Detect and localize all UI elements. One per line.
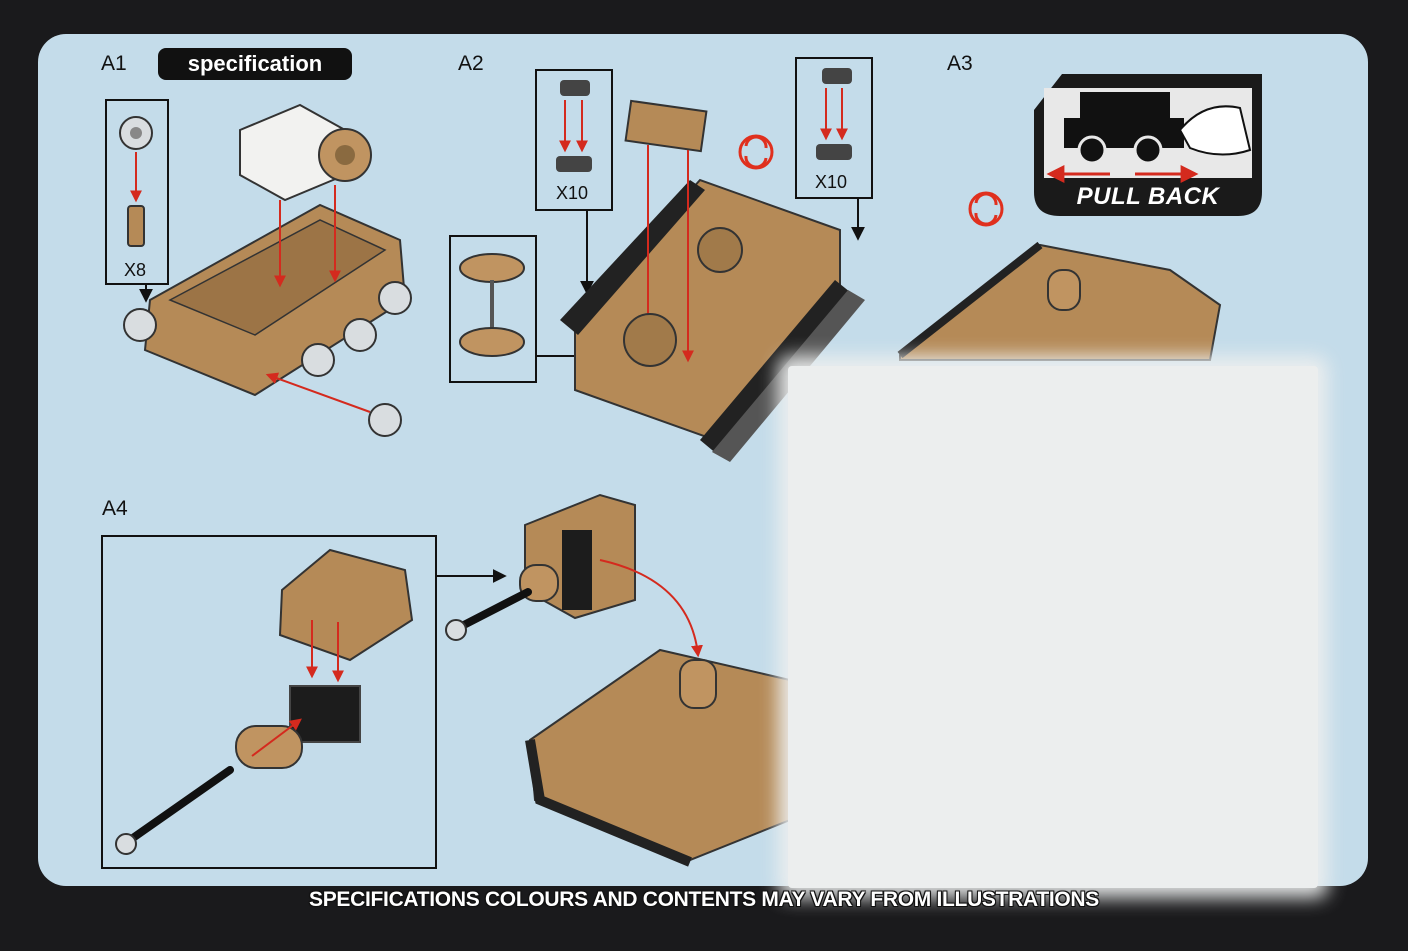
a4-turret-illustration	[445, 493, 703, 658]
step-label-a1: A1	[101, 52, 127, 75]
hand-icon	[1178, 105, 1252, 156]
a1-chassis-illustration	[123, 103, 412, 437]
footer-notice: SPECIFICATIONS COLOURS AND CONTENTS MAY …	[308, 888, 1100, 911]
qty-a2-right-clips: X10	[815, 172, 848, 192]
a4-turret-box	[101, 535, 437, 869]
qty-a1-pins: X8	[124, 260, 147, 280]
pull-back-badge	[1034, 74, 1262, 216]
blurred-sticker	[788, 366, 1318, 888]
a2-wheel-axle-box	[449, 235, 537, 383]
specification-badge: specification	[158, 48, 352, 80]
qty-a2-left-clips: X10	[556, 183, 589, 203]
a2-left-clip-box	[535, 69, 613, 211]
a1-parts-box	[105, 99, 169, 285]
step-label-a4: A4	[102, 497, 128, 520]
pull-back-car-icon	[1064, 92, 1184, 165]
gear-icon	[119, 116, 153, 150]
a4-hull-illustration	[525, 648, 791, 867]
step-label-a3: A3	[947, 52, 973, 75]
pull-back-label: PULL BACK	[1076, 183, 1220, 210]
axle-pin-icon	[127, 205, 145, 247]
step-label-a2: A2	[458, 52, 484, 75]
rotate-icon	[738, 134, 774, 170]
a3-hull-illustration	[897, 241, 1222, 361]
rotate-icon	[968, 191, 1004, 227]
